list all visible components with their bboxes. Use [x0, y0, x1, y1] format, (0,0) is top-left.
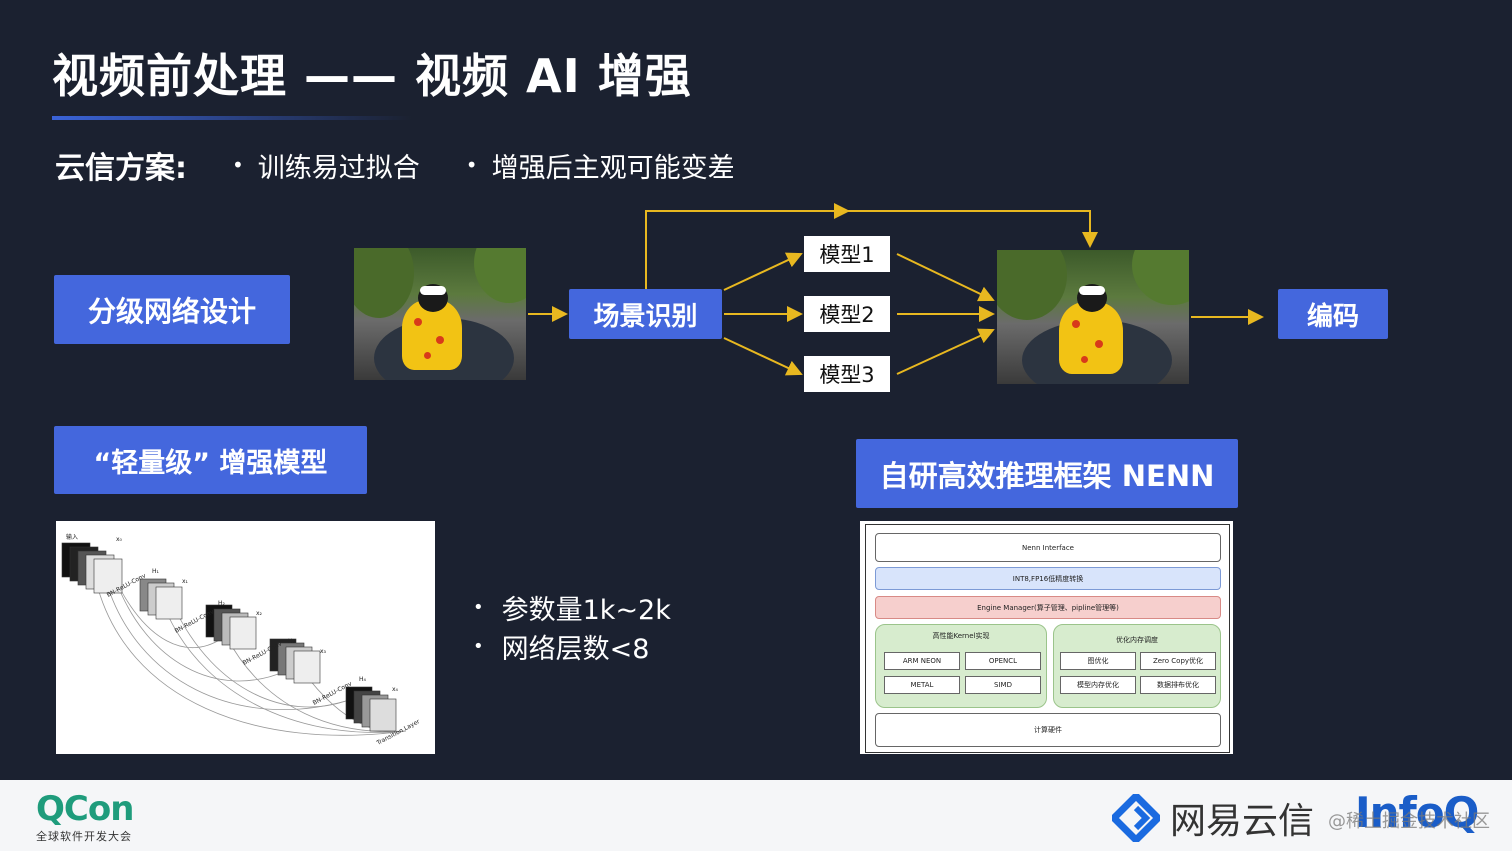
kernel-item: SIMD — [965, 676, 1041, 694]
nenn-architecture-diagram: Nenn Interface INT8,FP16低精度转换 Engine Man… — [860, 521, 1233, 754]
memory-group: 优化内存调度 图优化 Zero Copy优化 模型内存优化 数据排布优化 — [1053, 624, 1221, 708]
netease-yunxin-text: 网易云信 — [1170, 801, 1315, 842]
model-bullet-text: 参数量1k~2k — [501, 595, 671, 626]
model-bullet-text: 网络层数<8 — [501, 634, 650, 665]
model-3-box: 模型3 — [804, 356, 890, 392]
input-frame-image — [354, 248, 526, 380]
scene-recognition-button: 场景识别 — [569, 289, 722, 339]
infoq-logo: InfoQ — [1355, 788, 1479, 837]
svg-text:x₁: x₁ — [182, 578, 189, 585]
encode-button: 编码 — [1278, 289, 1388, 339]
kernel-group-title: 高性能Kernel实现 — [932, 632, 990, 640]
diagram-input-label: 输入 — [66, 533, 78, 541]
solution-bullet: • 增强后主观可能变差 — [466, 146, 735, 185]
kernel-item: METAL — [884, 676, 960, 694]
memory-item: 模型内存优化 — [1060, 676, 1136, 694]
model-bullet: • 网络层数<8 — [473, 627, 671, 666]
nenn-framework-button: 自研高效推理框架 NENN — [856, 439, 1238, 508]
model-2-box: 模型2 — [804, 296, 890, 332]
model-bullet: • 参数量1k~2k — [473, 588, 671, 627]
solution-label: 云信方案: — [55, 151, 187, 186]
memory-group-title: 优化内存调度 — [1116, 636, 1158, 644]
svg-text:H₂: H₂ — [218, 600, 226, 607]
slide: 视频前处理 —— 视频 AI 增强 云信方案: • 训练易过拟合 • 增强后主观… — [52, 49, 1388, 754]
bullet-dot: • — [473, 597, 484, 618]
qcon-logo-text: QCon — [36, 789, 134, 829]
solution-row: 云信方案: • 训练易过拟合 • 增强后主观可能变差 — [55, 143, 735, 187]
lightweight-model-button: “轻量级” 增强模型 — [54, 426, 367, 494]
title-underline — [52, 116, 412, 120]
arrow-to-model-1 — [723, 252, 803, 291]
arrow-model-3-out — [896, 328, 995, 375]
bullet-dot: • — [232, 153, 244, 177]
kernel-group: 高性能Kernel实现 ARM NEON OPENCL METAL SIMD — [875, 624, 1047, 708]
svg-text:x₄: x₄ — [392, 686, 399, 693]
memory-item: Zero Copy优化 — [1140, 652, 1216, 670]
nenn-engine-box: Engine Manager(算子管理、pipline管理等) — [875, 596, 1221, 619]
solution-bullet: • 训练易过拟合 — [232, 146, 420, 185]
footer: QCon 全球软件开发大会 网易云信 InfoQ @稀土掘金技术社区 — [0, 780, 1512, 851]
kernel-item: ARM NEON — [884, 652, 960, 670]
memory-item: 图优化 — [1060, 652, 1136, 670]
svg-text:x₂: x₂ — [256, 610, 263, 617]
arrow-bypass — [645, 210, 1098, 289]
qcon-logo: QCon 全球软件开发大会 — [36, 789, 134, 844]
qcon-subtitle: 全球软件开发大会 — [36, 830, 132, 843]
bullet-dot: • — [465, 153, 478, 177]
arrow-to-model-3 — [723, 337, 803, 376]
svg-text:H₁: H₁ — [152, 568, 160, 575]
output-frame-image — [997, 250, 1189, 384]
pipeline-arrows — [528, 203, 1264, 376]
memory-item: 数据排布优化 — [1140, 676, 1216, 694]
watermark-text: @稀土掘金技术社区 — [1328, 811, 1490, 832]
nenn-interface-box: Nenn Interface — [875, 533, 1221, 562]
solution-bullet-text: 训练易过拟合 — [257, 152, 420, 184]
svg-text:H₃: H₃ — [288, 638, 296, 645]
arrow-model-1-out — [896, 253, 995, 302]
netease-yunxin-logo: 网易云信 — [1112, 792, 1314, 844]
densenet-svg: 输入 x₀ H₁ x₁ H₂ x₂ H₃ x₃ H₄ x₄ BN-ReLU-Co… — [61, 533, 421, 747]
svg-text:H₄: H₄ — [359, 676, 367, 683]
svg-text:x₀: x₀ — [116, 536, 123, 543]
page-title: 视频前处理 —— 视频 AI 增强 — [52, 49, 692, 103]
bullet-dot: • — [473, 636, 484, 657]
solution-bullet-text: 增强后主观可能变差 — [491, 152, 735, 184]
densenet-diagram: 输入 x₀ H₁ x₁ H₂ x₂ H₃ x₃ H₄ x₄ BN-ReLU-Co… — [56, 521, 435, 754]
kernel-item: OPENCL — [965, 652, 1041, 670]
svg-text:x₃: x₃ — [320, 648, 327, 655]
netease-yunxin-icon — [1112, 794, 1160, 842]
nenn-frame: Nenn Interface INT8,FP16低精度转换 Engine Man… — [865, 524, 1230, 753]
nenn-precision-box: INT8,FP16低精度转换 — [875, 567, 1221, 590]
model-1-box: 模型1 — [804, 236, 890, 272]
nenn-hardware-box: 计算硬件 — [875, 713, 1221, 747]
hierarchical-network-button: 分级网络设计 — [54, 275, 290, 344]
model-bullets: • 参数量1k~2k • 网络层数<8 — [473, 588, 671, 666]
